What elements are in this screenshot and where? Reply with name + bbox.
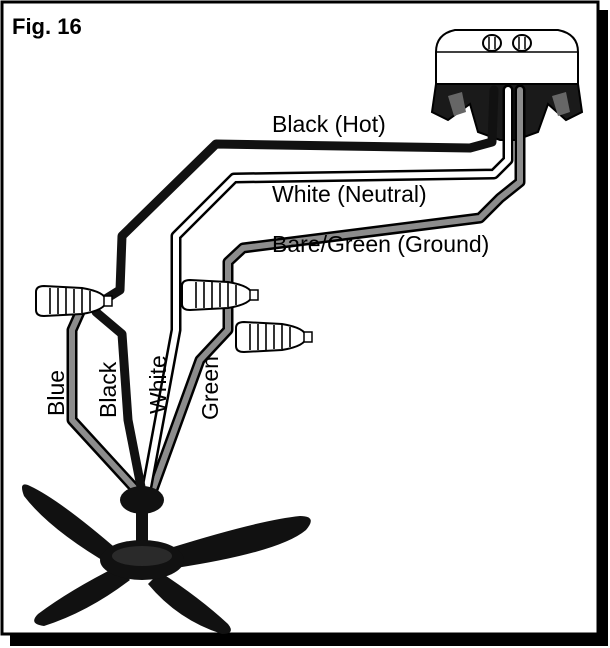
label-white-neutral: White (Neutral) [272, 181, 427, 207]
ceiling-fan-icon [22, 484, 311, 634]
label-white: White [145, 355, 171, 414]
ground-wire [146, 84, 526, 498]
fan-blue-wire [66, 306, 144, 498]
label-green: Green [197, 356, 223, 420]
wire-nut-icon [235, 320, 313, 354]
wire-nut-icon [181, 278, 259, 312]
label-black: Black [95, 361, 121, 418]
fan-black-wire [91, 307, 147, 497]
screw-icon [482, 34, 502, 52]
label-black-hot: Black (Hot) [272, 111, 386, 137]
label-ground: Bare/Green (Ground) [272, 231, 489, 257]
figure-label: Fig. 16 [12, 14, 82, 39]
neutral-wire [140, 84, 514, 498]
screw-icon [512, 34, 532, 52]
hot-wire [99, 85, 499, 305]
label-blue: Blue [43, 370, 69, 416]
wire-nut-icon [35, 284, 113, 318]
